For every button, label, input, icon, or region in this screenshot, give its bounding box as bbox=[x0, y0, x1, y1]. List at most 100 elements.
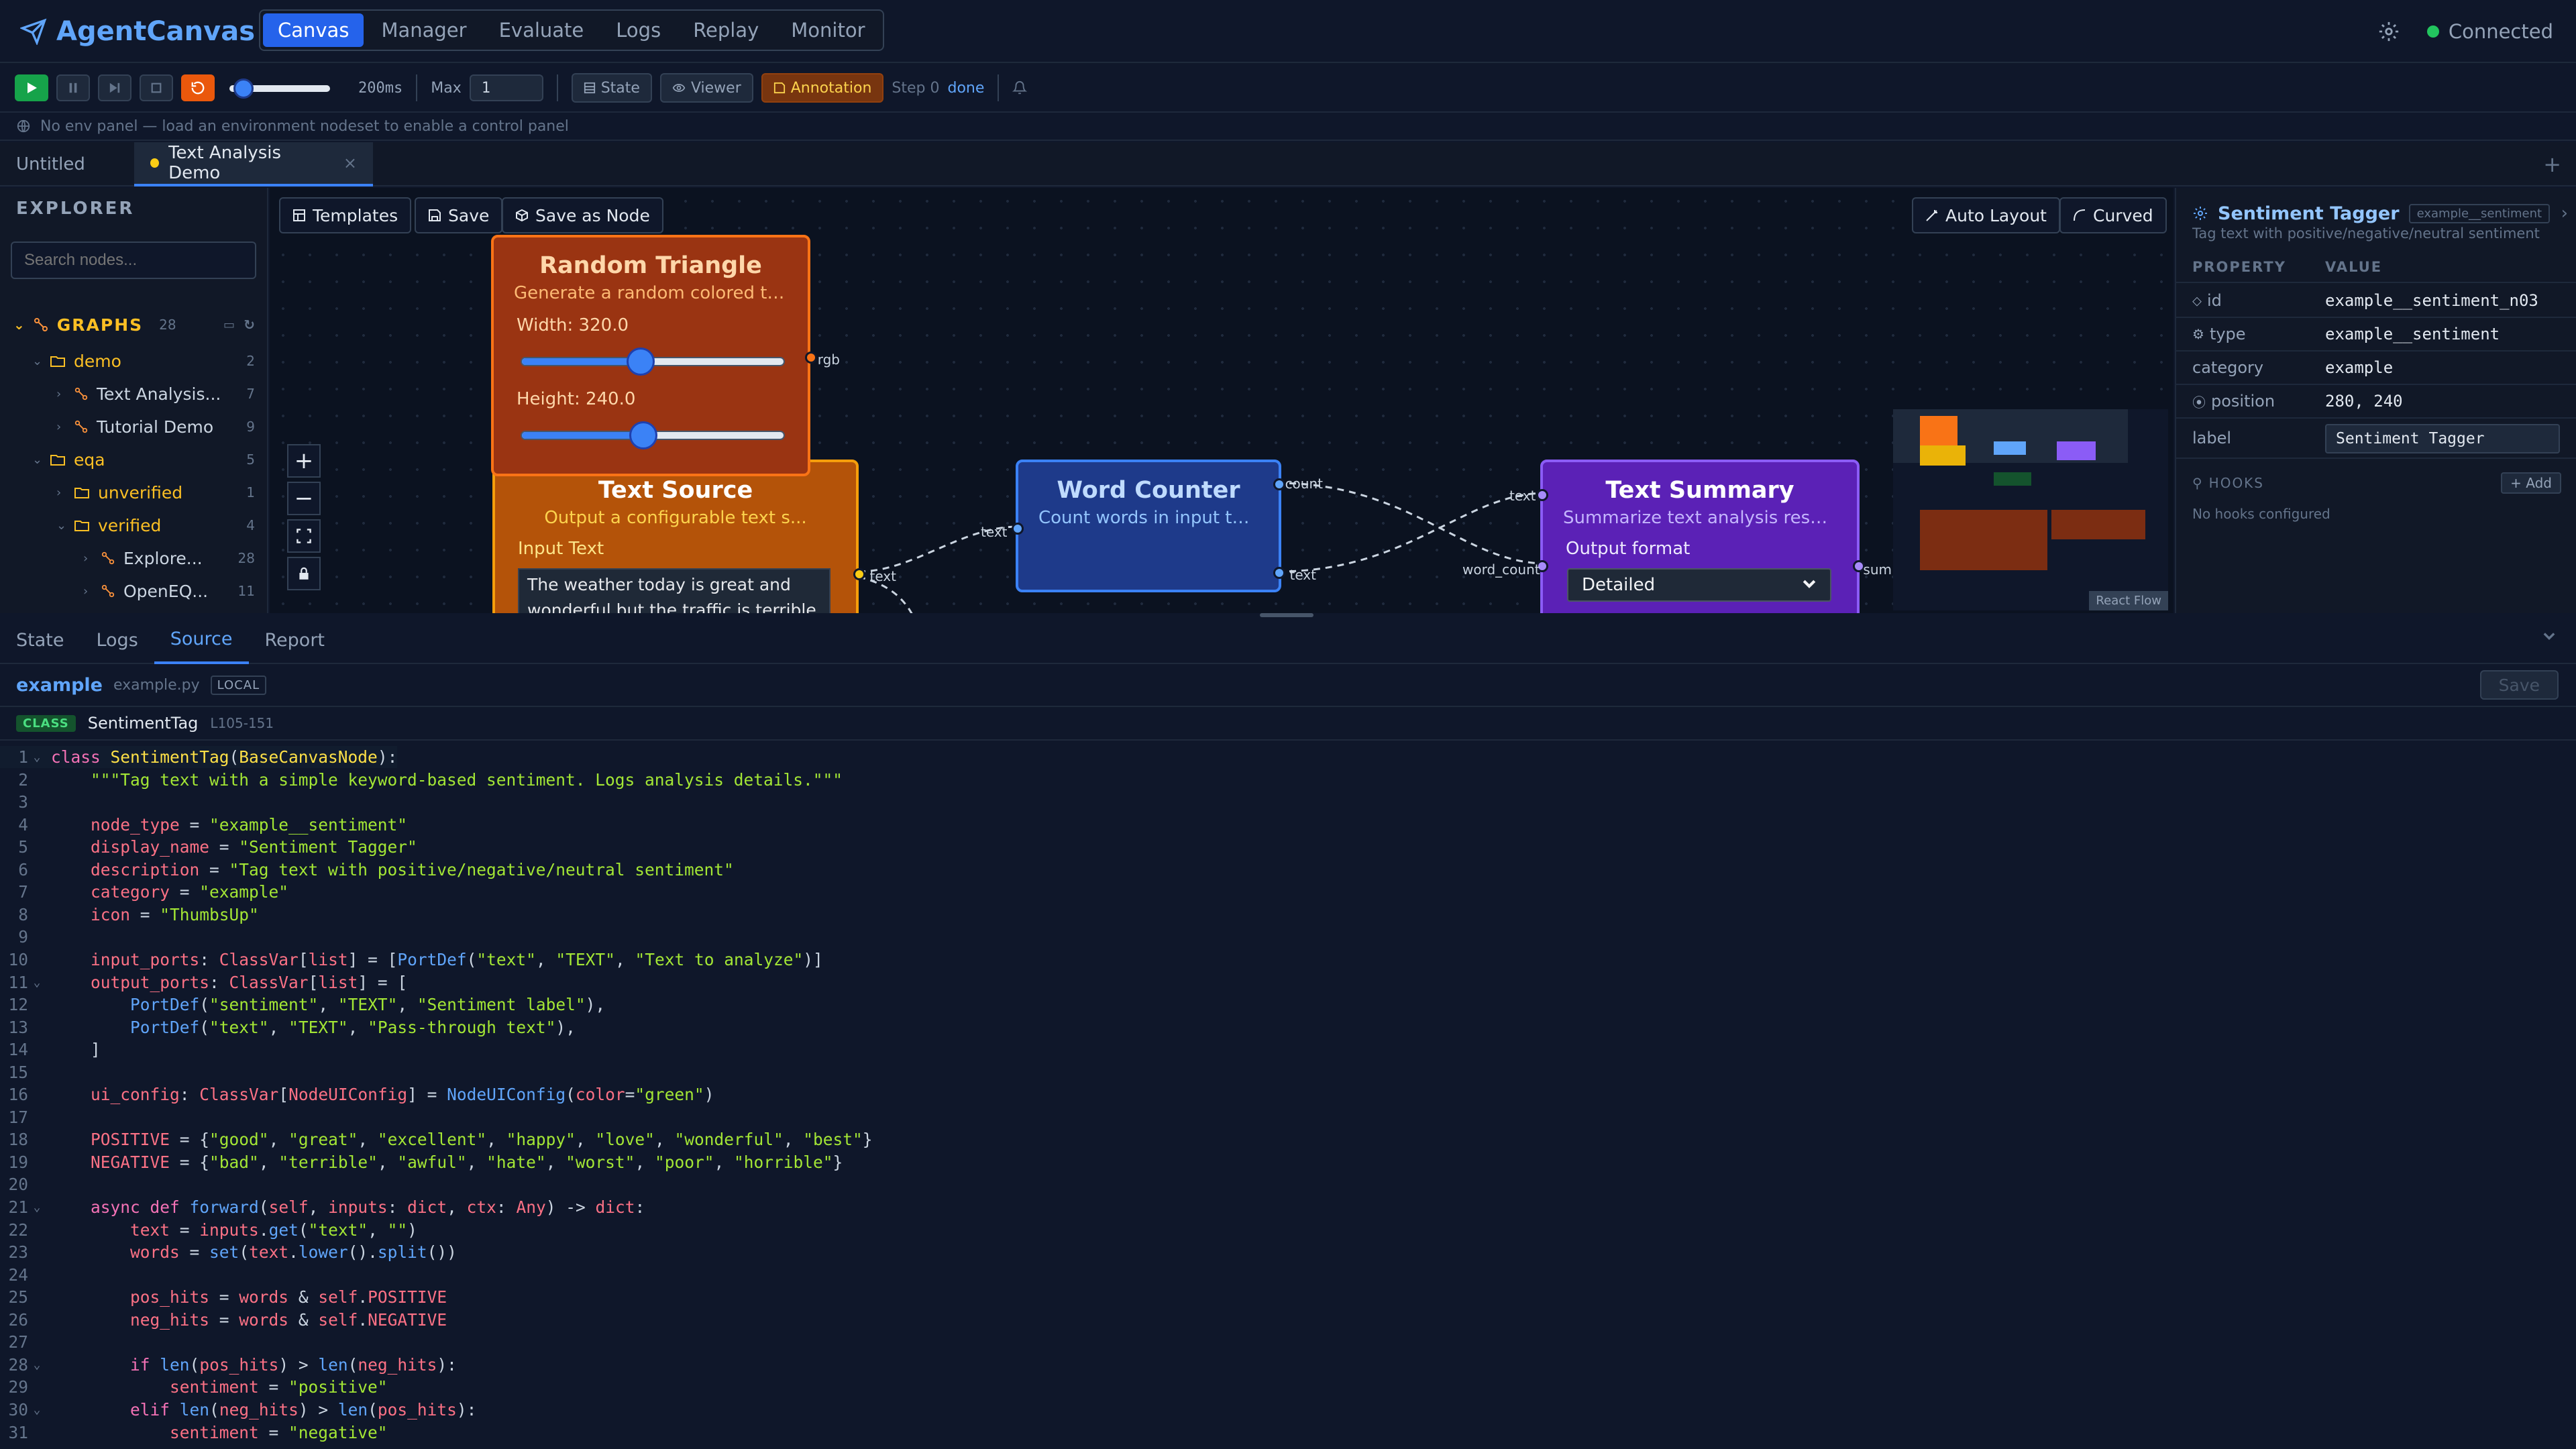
code-line[interactable]: 17 bbox=[0, 1106, 51, 1128]
output-port-text[interactable] bbox=[1273, 567, 1285, 579]
output-port-rgb[interactable] bbox=[805, 352, 817, 364]
pause-button[interactable] bbox=[56, 74, 90, 101]
code-line[interactable]: 24 bbox=[0, 1264, 51, 1286]
input-port-text[interactable] bbox=[1536, 489, 1548, 501]
code-line[interactable]: 10 input_ports: ClassVar[list] = [PortDe… bbox=[0, 949, 822, 971]
output-port-count[interactable] bbox=[1273, 478, 1285, 490]
code-line[interactable]: 12 PortDef("sentiment", "TEXT", "Sentime… bbox=[0, 994, 605, 1016]
code-line[interactable]: 19 NEGATIVE = {"bad", "terrible", "awful… bbox=[0, 1151, 843, 1173]
code-line[interactable]: 27 bbox=[0, 1331, 51, 1353]
code-editor[interactable]: 1⌄class SentimentTag(BaseCanvasNode):2 "… bbox=[0, 746, 2576, 1449]
zoom-in-button[interactable]: + bbox=[287, 444, 321, 478]
code-line[interactable]: 3 bbox=[0, 791, 51, 813]
code-line[interactable]: 9 bbox=[0, 926, 51, 948]
speed-slider[interactable] bbox=[229, 74, 330, 101]
code-line[interactable]: 16 ui_config: ClassVar[NodeUIConfig] = N… bbox=[0, 1083, 714, 1106]
code-line[interactable]: 14 ] bbox=[0, 1038, 100, 1061]
edge-wordcounter-textsummary-text[interactable] bbox=[1277, 492, 1546, 573]
nav-tab-replay[interactable]: Replay bbox=[693, 19, 759, 42]
label-input[interactable] bbox=[2325, 424, 2560, 453]
close-icon[interactable]: × bbox=[343, 154, 357, 172]
save-source-button[interactable]: Save bbox=[2479, 670, 2559, 700]
chevron-down-icon[interactable] bbox=[2541, 628, 2557, 644]
code-line[interactable]: 26 neg_hits = words & self.NEGATIVE bbox=[0, 1309, 447, 1331]
edge-wordcounter-textsummary-count[interactable] bbox=[1277, 482, 1546, 565]
code-line[interactable]: 30⌄ elif len(neg_hits) > len(pos_hits): bbox=[0, 1399, 476, 1421]
curved-edges-button[interactable]: Curved bbox=[2059, 197, 2167, 233]
code-line[interactable]: 5 display_name = "Sentiment Tagger" bbox=[0, 836, 417, 858]
nav-tab-monitor[interactable]: Monitor bbox=[791, 19, 865, 42]
code-line[interactable]: 22 text = inputs.get("text", "") bbox=[0, 1219, 417, 1241]
edge-textsource-wordcounter[interactable] bbox=[858, 525, 1019, 573]
fit-view-button[interactable] bbox=[287, 519, 321, 553]
reset-button[interactable] bbox=[181, 74, 215, 101]
code-line[interactable]: 21⌄ async def forward(self, inputs: dict… bbox=[0, 1196, 645, 1218]
output-port-sum[interactable] bbox=[1853, 560, 1865, 572]
tree-item[interactable]: ›OpenEQ...11 bbox=[0, 575, 267, 607]
templates-button[interactable]: Templates bbox=[279, 197, 412, 233]
height-slider-thumb[interactable] bbox=[629, 421, 658, 449]
code-line[interactable]: 18 POSITIVE = {"good", "great", "excelle… bbox=[0, 1128, 872, 1150]
fold-chevron-icon[interactable]: ⌄ bbox=[33, 1402, 41, 1417]
code-line[interactable]: 13 PortDef("text", "TEXT", "Pass-through… bbox=[0, 1016, 575, 1038]
run-button[interactable] bbox=[15, 74, 48, 101]
stop-button[interactable] bbox=[140, 74, 173, 101]
new-tab-plus-icon[interactable]: + bbox=[2543, 152, 2561, 177]
node-word-counter[interactable]: Word Counter Count words in input text t… bbox=[981, 460, 1323, 592]
code-line[interactable]: 20 bbox=[0, 1173, 51, 1195]
speed-slider-thumb[interactable] bbox=[233, 78, 254, 99]
new-folder-icon[interactable]: ▭ bbox=[223, 317, 235, 332]
output-format-select[interactable]: Detailed bbox=[1567, 568, 1831, 602]
graph-canvas[interactable]: Templates Save Save as Node Auto Layout … bbox=[270, 188, 2174, 613]
save-as-node-button[interactable]: Save as Node bbox=[502, 197, 663, 233]
height-slider[interactable] bbox=[521, 421, 785, 449]
bottom-tab-report[interactable]: Report bbox=[264, 629, 325, 651]
graphs-section-header[interactable]: ⌄ GRAPHS 28 ▭ ↻ bbox=[0, 309, 267, 341]
tree-item[interactable]: ›OpenEQ...12 bbox=[0, 608, 267, 613]
width-slider[interactable] bbox=[521, 347, 785, 376]
node-search-input[interactable] bbox=[11, 241, 256, 279]
panel-resize-handle[interactable] bbox=[1260, 613, 1313, 617]
annotation-toggle[interactable]: Annotation bbox=[761, 73, 884, 103]
code-line[interactable]: 7 category = "example" bbox=[0, 881, 288, 903]
nav-tab-logs[interactable]: Logs bbox=[616, 19, 661, 42]
code-line[interactable]: 31 sentiment = "negative" bbox=[0, 1421, 387, 1444]
tree-item[interactable]: ›Explore...28 bbox=[0, 542, 267, 574]
zoom-out-button[interactable]: − bbox=[287, 482, 321, 515]
nav-tab-evaluate[interactable]: Evaluate bbox=[498, 19, 584, 42]
output-port-text[interactable] bbox=[853, 568, 865, 580]
nav-tab-manager[interactable]: Manager bbox=[381, 19, 467, 42]
refresh-icon[interactable]: ↻ bbox=[244, 317, 255, 333]
code-line[interactable]: 25 pos_hits = words & self.POSITIVE bbox=[0, 1286, 447, 1308]
bell-icon[interactable] bbox=[1012, 80, 1028, 95]
code-line[interactable]: 1⌄class SentimentTag(BaseCanvasNode): bbox=[0, 746, 398, 768]
minimap[interactable]: React Flow bbox=[1893, 409, 2168, 610]
node-text-source[interactable]: Text Source Output a configurable text s… bbox=[492, 460, 896, 613]
step-button[interactable] bbox=[98, 74, 131, 101]
tree-item[interactable]: ›Text Analysis...7 bbox=[0, 378, 267, 410]
brand[interactable]: AgentCanvas bbox=[20, 12, 255, 51]
bottom-tab-source[interactable]: Source bbox=[154, 616, 249, 664]
input-text-area[interactable]: The weather today is great and wonderful… bbox=[518, 568, 830, 613]
bottom-tab-state[interactable]: State bbox=[16, 629, 64, 651]
nav-tab-canvas[interactable]: Canvas bbox=[263, 13, 364, 47]
bottom-tab-logs[interactable]: Logs bbox=[96, 629, 138, 651]
code-line[interactable]: 23 words = set(text.lower().split()) bbox=[0, 1241, 456, 1263]
fold-chevron-icon[interactable]: ⌄ bbox=[33, 1357, 41, 1372]
fold-chevron-icon[interactable]: ⌄ bbox=[33, 975, 41, 989]
code-line[interactable]: 6 description = "Tag text with positive/… bbox=[0, 859, 734, 881]
doc-tab-untitled[interactable]: Untitled bbox=[0, 142, 134, 186]
edge-textsource-out[interactable] bbox=[858, 576, 914, 613]
react-flow-attribution[interactable]: React Flow bbox=[2089, 591, 2168, 610]
fold-chevron-icon[interactable]: ⌄ bbox=[33, 750, 41, 764]
input-port-word-count[interactable] bbox=[1536, 560, 1548, 572]
code-line[interactable]: 2 """Tag text with a simple keyword-base… bbox=[0, 769, 843, 791]
state-toggle[interactable]: State bbox=[571, 73, 652, 103]
width-slider-thumb[interactable] bbox=[627, 347, 655, 376]
code-line[interactable]: 29 sentiment = "positive" bbox=[0, 1376, 387, 1398]
code-line[interactable]: 4 node_type = "example__sentiment" bbox=[0, 814, 407, 836]
